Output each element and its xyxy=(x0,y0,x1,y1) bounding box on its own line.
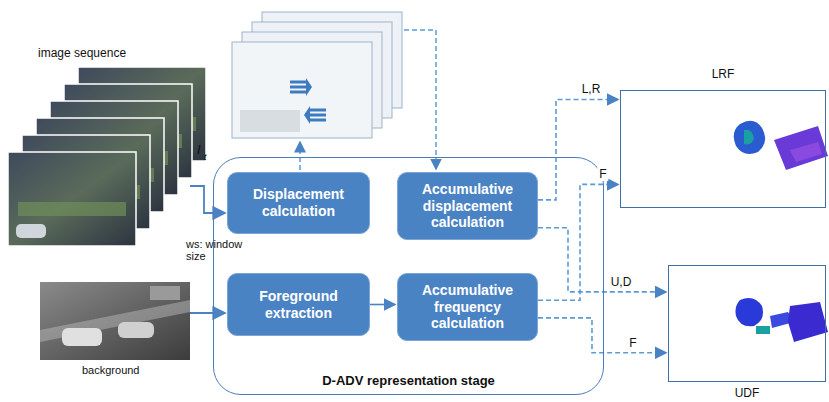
box-text: Foreground extraction xyxy=(236,288,361,322)
note-label: ws: window size xyxy=(186,238,254,262)
process-box: Displacement calculation xyxy=(227,172,370,234)
box-text: Accumulative displacement calculation xyxy=(406,181,529,231)
illustration-part xyxy=(774,126,828,170)
background-image xyxy=(40,282,190,360)
connector xyxy=(538,228,666,292)
illustration-part xyxy=(232,42,372,138)
illustration-part xyxy=(62,328,102,346)
image-stack xyxy=(8,67,206,246)
caption-label: background xyxy=(82,364,140,376)
process-box: Accumulative displacement calculation xyxy=(397,172,538,240)
process-box: Accumulative frequency calculation xyxy=(397,273,538,341)
box-heading: D-ADV representation stage xyxy=(214,373,603,388)
illustration-part xyxy=(190,186,225,213)
illustration-part xyxy=(150,286,180,300)
flow-lines xyxy=(190,30,436,313)
connector xyxy=(538,318,666,353)
illustration-part xyxy=(790,142,822,162)
edge-label: L,R xyxy=(580,82,603,96)
illustration-part xyxy=(8,67,206,246)
illustration-part xyxy=(304,106,310,124)
stage-container: D-ADV representation stage Displacement c… xyxy=(213,157,604,395)
illustration-part xyxy=(310,110,326,120)
illustration-part xyxy=(190,312,225,314)
illustration-part xyxy=(40,282,190,360)
illustration-part xyxy=(734,121,765,154)
illustration-part xyxy=(18,202,126,216)
illustration-part xyxy=(404,30,436,169)
connector xyxy=(538,99,618,199)
illustration-part xyxy=(8,152,136,246)
box-text: Displacement calculation xyxy=(236,186,361,220)
edge-label: U,D xyxy=(609,275,634,289)
illustration-part xyxy=(118,322,154,338)
udf-map xyxy=(736,298,829,342)
illustration-part xyxy=(744,130,754,145)
box-text: Accumulative frequency calculation xyxy=(406,282,529,332)
edge-label: F xyxy=(597,167,608,181)
illustration-part xyxy=(306,78,312,96)
illustration-part xyxy=(736,298,764,326)
illustration-part xyxy=(16,224,46,238)
connector xyxy=(538,184,618,300)
symbol-label: I xyxy=(197,142,201,157)
output-box: UDF xyxy=(668,265,826,382)
lrf-map xyxy=(734,121,828,170)
illustration-part xyxy=(299,142,301,170)
illustration-part xyxy=(240,110,300,132)
subscript-label: t xyxy=(204,152,207,162)
box-heading: UDF xyxy=(669,386,825,400)
output-box: LRF xyxy=(620,90,826,208)
displacement-frames xyxy=(232,12,402,138)
connector xyxy=(370,304,395,306)
process-box: Foreground extraction xyxy=(227,273,370,336)
illustration-part xyxy=(290,82,306,92)
box-heading: LRF xyxy=(621,67,825,81)
caption-label: image sequence xyxy=(38,46,126,60)
illustration-part xyxy=(788,302,828,342)
edge-label: F xyxy=(627,336,638,350)
illustration-part xyxy=(756,326,770,334)
